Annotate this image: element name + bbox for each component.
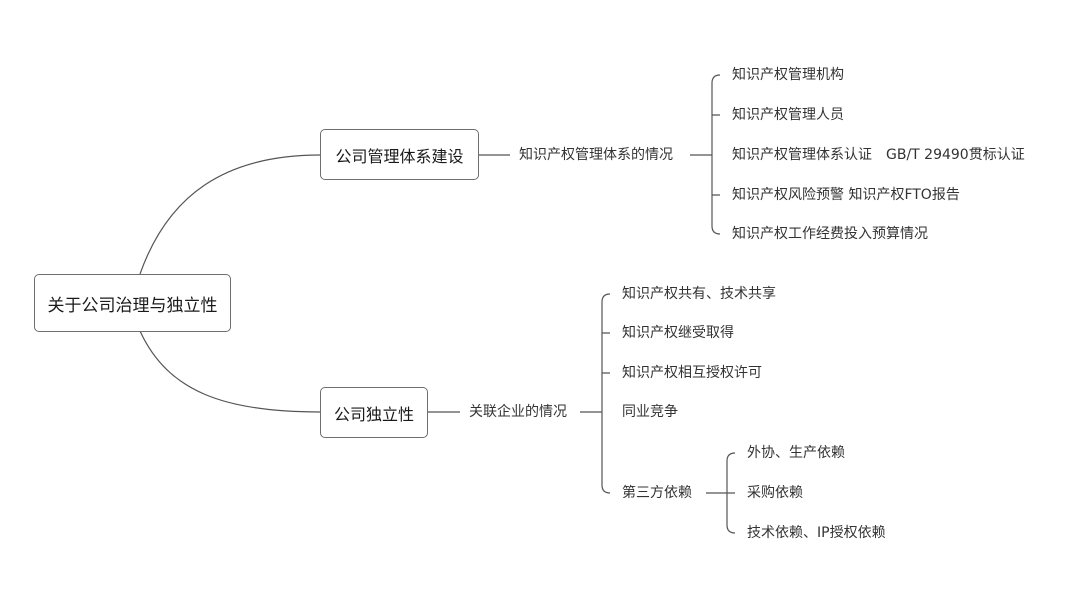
leaf-horizontal-competition[interactable]: 同业竞争 (622, 404, 678, 420)
leaf-ip-risk-warning[interactable]: 知识产权风险预警 知识产权FTO报告 (732, 187, 960, 203)
topic-management-system[interactable]: 公司管理体系建设 (320, 129, 479, 180)
connector-management-bracket (690, 74, 721, 235)
leaf-ip-budget[interactable]: 知识产权工作经费投入预算情况 (732, 226, 928, 242)
leaf-third-party-dependence[interactable]: 第三方依赖 (622, 485, 692, 501)
topic-company-independence[interactable]: 公司独立性 (320, 387, 428, 438)
topic-company-independence-label: 公司独立性 (333, 404, 414, 424)
connector-root-independence (139, 330, 321, 413)
subtopic-ip-management-system[interactable]: 知识产权管理体系的情况 (519, 147, 673, 163)
leaf-procurement-dependence[interactable]: 采购依赖 (747, 485, 803, 501)
root-topic-label: 关于公司治理与独立性 (47, 295, 218, 316)
connector-root-management (139, 154, 321, 275)
topic-management-system-label: 公司管理体系建设 (335, 146, 464, 166)
leaf-outsourcing-dependence[interactable]: 外协、生产依赖 (747, 445, 845, 461)
connector-independence-bracket (580, 293, 611, 494)
leaf-ip-system-certification[interactable]: 知识产权管理体系认证 GB/T 29490贯标认证 (732, 147, 1025, 163)
leaf-ip-co-ownership[interactable]: 知识产权共有、技术共享 (622, 286, 776, 302)
leaf-ip-cross-licensing[interactable]: 知识产权相互授权许可 (622, 365, 762, 381)
leaf-ip-inherited[interactable]: 知识产权继受取得 (622, 325, 734, 341)
connector-third-party-bracket (706, 452, 736, 534)
leaf-technology-ip-dependence[interactable]: 技术依赖、IP授权依赖 (747, 525, 886, 541)
leaf-ip-management-staff[interactable]: 知识产权管理人员 (732, 107, 844, 123)
root-topic[interactable]: 关于公司治理与独立性 (34, 274, 231, 332)
leaf-ip-management-org[interactable]: 知识产权管理机构 (732, 67, 844, 83)
subtopic-related-companies[interactable]: 关联企业的情况 (469, 404, 567, 420)
